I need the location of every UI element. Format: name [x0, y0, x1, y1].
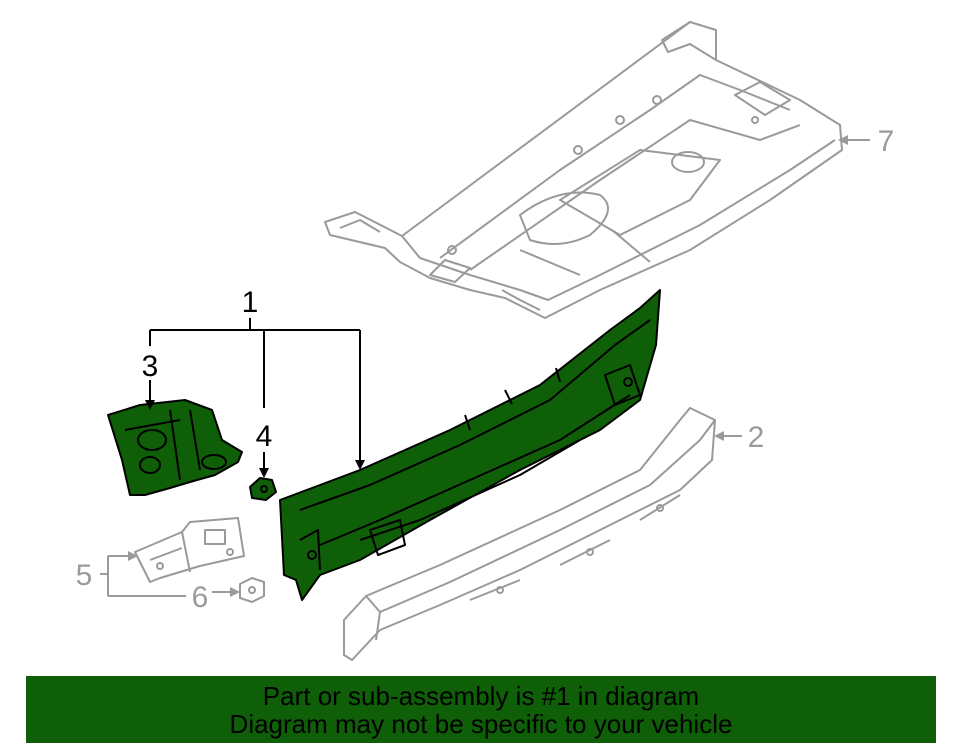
- callout-6: 6: [192, 581, 209, 614]
- part-1-rear-body-panel: [279, 289, 661, 601]
- leader-lines-dark: [149, 318, 361, 470]
- callout-7: 7: [878, 125, 895, 158]
- notice-line-1: Part or sub-assembly is #1 in diagram: [262, 681, 700, 711]
- callout-5: 5: [76, 559, 93, 592]
- callout-2: 2: [748, 421, 765, 454]
- callout-1: 1: [242, 286, 259, 319]
- part-2-reinforcement: [343, 407, 716, 661]
- part-7-rear-floor-pan: [324, 21, 843, 319]
- leader-lines-grey: [100, 139, 870, 597]
- leader-arrowheads-grey: [128, 135, 848, 597]
- part-5-mount-plate: [134, 517, 245, 583]
- part-4-small-bracket: [249, 477, 277, 501]
- part-3-side-bracket: [107, 399, 243, 496]
- notice-banner: Part or sub-assembly is #1 in diagram Di…: [26, 676, 936, 743]
- notice-line-2: Diagram may not be specific to your vehi…: [229, 709, 733, 739]
- part-6-clip: [239, 577, 265, 603]
- leader-arrowheads-dark: [145, 400, 365, 478]
- callout-3: 3: [142, 350, 159, 383]
- callout-4: 4: [256, 420, 273, 453]
